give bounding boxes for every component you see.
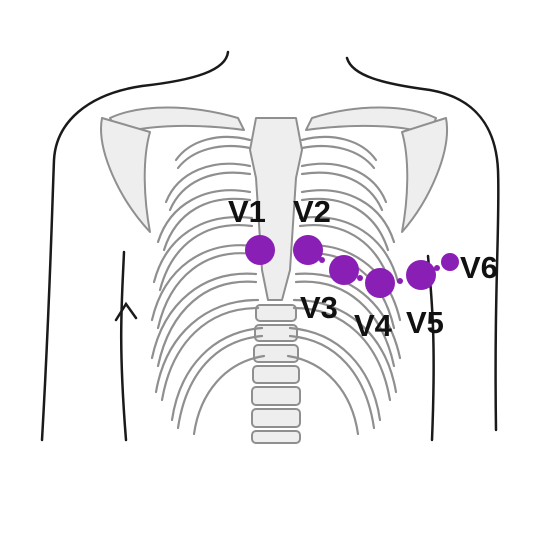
label-v2: V2 [293,194,331,229]
electrode-v2 [293,235,323,265]
spine [252,305,300,443]
label-v6: V6 [460,250,498,285]
electrode-v4 [365,268,395,298]
label-v1: V1 [228,194,266,229]
label-v3: V3 [300,290,338,325]
left-arm-tick [116,304,136,320]
electrode-v3 [329,255,359,285]
right-scapula [402,118,447,232]
electrode-v1 [245,235,275,265]
ribs-left [152,137,264,434]
electrode-v6 [441,253,459,271]
label-v4: V4 [354,308,393,343]
left-scapula [101,118,150,232]
electrode-v5 [406,260,436,290]
left-arm-inner-line [121,252,126,440]
label-v5: V5 [406,305,444,340]
